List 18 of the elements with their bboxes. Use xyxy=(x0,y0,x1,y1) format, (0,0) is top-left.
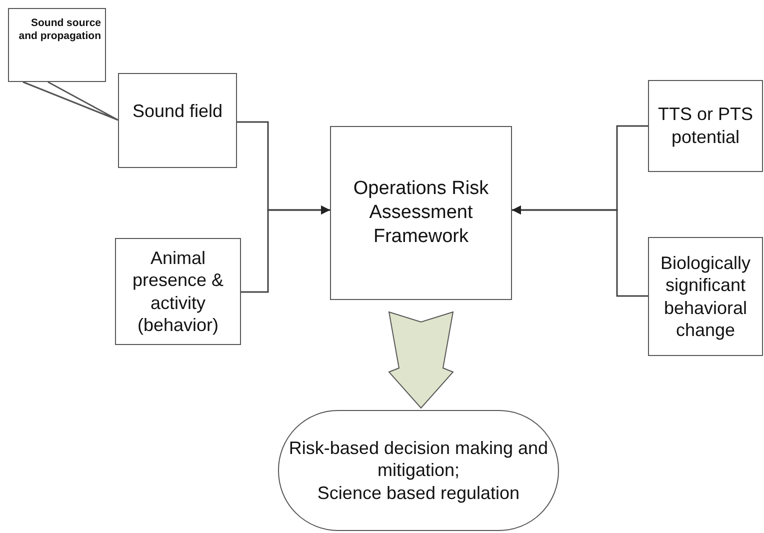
callout-pointer xyxy=(22,81,119,121)
arrow xyxy=(512,206,648,297)
node-text: Science based regulation xyxy=(317,482,520,504)
node-text: Risk-based decision making and mitigation; xyxy=(288,436,550,482)
arrow xyxy=(241,206,330,293)
process-box xyxy=(118,73,237,168)
node-text: Animal presence & activity (behavior) xyxy=(131,246,225,336)
block-arrow xyxy=(388,311,454,409)
callout-bubble xyxy=(8,8,106,82)
callout-text: Sound source and propagation xyxy=(18,17,101,42)
process-box xyxy=(330,126,512,300)
node-text: Sound field xyxy=(132,100,223,122)
process-box xyxy=(648,80,763,172)
node-text: TTS or PTS potential xyxy=(656,103,754,148)
node-text: Biologically significant behavioral change xyxy=(659,252,752,342)
node-text: Operations Risk Assessment Framework xyxy=(352,177,490,249)
process-box xyxy=(115,238,241,345)
process-box xyxy=(648,237,763,356)
